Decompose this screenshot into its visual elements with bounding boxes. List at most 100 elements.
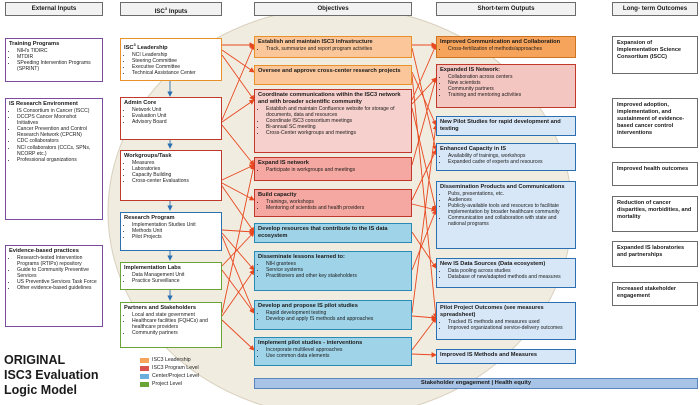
list-item: Tracked IS methods and measures used — [448, 319, 572, 325]
list-item: US Preventive Services Task Force — [17, 279, 99, 285]
list-item: Develop and apply IS methods and approac… — [266, 316, 408, 322]
legend-label: ISC3 Leadership — [152, 357, 191, 363]
output-title: Improved Communication and Collaboration — [440, 39, 561, 45]
output-box: Pilot Project Outcomes (see measures spr… — [436, 302, 576, 340]
list-item: IS Consortium in Cancer (ISCC) — [17, 108, 99, 114]
output-box: New IS Data Sources (Data ecosystem) Dat… — [436, 258, 576, 288]
header-external-inputs: External Inputs — [5, 2, 103, 16]
input-partners-stakeholders: Partners and Stakeholders Local and stat… — [120, 302, 222, 348]
list-item: CDC collaborators — [17, 138, 99, 144]
list-item: Practitioners and other key stakeholders — [266, 273, 408, 279]
list-item: Coordinate ISC3 consortium meetings — [266, 118, 408, 124]
list-item: Data Management Unit — [132, 272, 218, 278]
output-title: New IS Data Sources (Data ecosystem) — [440, 261, 546, 267]
output-box: Dissemination Products and Communication… — [436, 181, 576, 249]
input-to-objective-arrows — [221, 42, 256, 351]
research-environment-box: IS Research Environment IS Consortium in… — [5, 98, 103, 220]
objective-box: Develop and propose IS pilot studies Rap… — [254, 300, 412, 330]
objective-title: Disseminate lessons learned to: — [258, 254, 345, 260]
list-item: Participate in workgroups and meetings — [266, 167, 408, 173]
output-title: Enhanced Capacity in IS — [440, 146, 507, 152]
list-item: NIH grantees — [266, 261, 408, 267]
list-item: Executive Committee — [132, 64, 218, 70]
objective-box: Coordinate communications within the ISC… — [254, 89, 412, 153]
list-item: Publicly-available tools and resources t… — [448, 203, 572, 215]
objective-box: Build capacity Trainings, workshops Ment… — [254, 189, 412, 217]
list-item: Audiences — [448, 197, 572, 203]
list-item: Evaluation Unit — [132, 113, 218, 119]
stakeholder-engagement-bar: Stakeholder engagement | Health equity — [254, 378, 698, 389]
list-item: Healthcare facilities (FQHCs) and health… — [132, 318, 218, 330]
list-item: Service systems — [266, 267, 408, 273]
list-item: MTDIR — [17, 54, 99, 60]
outcome-box: Improved health outcomes — [612, 162, 698, 186]
output-title: Pilot Project Outcomes (see measures spr… — [440, 305, 544, 318]
input-admin-core: Admin Core Network Unit Evaluation Unit … — [120, 97, 222, 140]
input-title: Admin Core — [124, 100, 157, 106]
list-item: Mentoring of scientists and health provi… — [266, 205, 408, 211]
list-item: Establish and maintain Confluence websit… — [266, 106, 408, 118]
outcome-text: Reduction of cancer disparities, morbidi… — [617, 200, 692, 220]
output-title: Improved IS Methods and Measures — [440, 352, 538, 358]
output-box: Enhanced Capacity in IS Availability of … — [436, 143, 576, 171]
objective-box: Implement pilot studies - interventions … — [254, 337, 412, 366]
outcome-box: Expansion of Implementation Science Cons… — [612, 36, 698, 74]
list-item: Cross-Center workgroups and meetings — [266, 130, 408, 136]
training-programs-title: Training Programs — [9, 41, 60, 47]
legend-swatch — [140, 382, 149, 387]
objective-title: Establish and maintain ISC3 infrastructu… — [258, 39, 373, 45]
outcome-text: Increased stakeholder engagement — [617, 286, 677, 299]
outcome-text: Expansion of Implementation Science Cons… — [617, 40, 682, 60]
outcome-box: Expanded IS laboratories and partnership… — [612, 241, 698, 267]
input-research-program: Research Program Implementation Studies … — [120, 212, 222, 251]
list-item: Research-tested Intervention Programs (R… — [17, 255, 99, 267]
legend-label: ISC3 Program Level — [152, 365, 199, 371]
objective-box: Expand IS network Participate in workgro… — [254, 157, 412, 181]
outcome-box: Increased stakeholder engagement — [612, 282, 698, 306]
header-long-term-outcomes: Long- term Outcomes — [612, 2, 698, 16]
legend-label: Project Level — [152, 381, 182, 387]
list-item: NIH's TIDIRC — [17, 48, 99, 54]
list-item: Pilot Projects — [132, 234, 218, 240]
list-item: Availability of trainings, workshops — [448, 153, 572, 159]
output-title: Dissemination Products and Communication… — [440, 184, 565, 190]
list-item: Laboratories — [132, 166, 218, 172]
legend-swatch — [140, 366, 149, 371]
list-item: NCI collaborators (CCCs, SPNs, NCORP etc… — [17, 145, 99, 157]
list-item: Training and mentoring activities — [448, 92, 572, 98]
logic-model-title: ORIGINAL ISC3 Evaluation Logic Model — [4, 353, 124, 398]
objective-title: Implement pilot studies - interventions — [258, 340, 363, 346]
evidence-based-practices-title: Evidence-based practices — [9, 248, 79, 254]
objective-title: Expand IS network — [258, 160, 309, 166]
output-box: Expanded IS Network: Collaboration acros… — [436, 64, 576, 108]
objective-box: Disseminate lessons learned to: NIH gran… — [254, 251, 412, 291]
list-item: Improved organizational service-delivery… — [448, 325, 572, 331]
input-title: ISC3 Leadership — [124, 42, 168, 51]
list-item: Trainings, workshops — [266, 199, 408, 205]
list-item: DCCPS Cancer Moonshot Initiatives — [17, 114, 99, 126]
legend: ISC3 Leadership ISC3 Program Level Cente… — [140, 357, 240, 393]
logic-title-line: ORIGINAL — [4, 353, 66, 367]
training-programs-box: Training Programs NIH's TIDIRC MTDIR SPe… — [5, 38, 103, 82]
outcome-box: Reduction of cancer disparities, morbidi… — [612, 196, 698, 232]
list-item: Methods Unit — [132, 228, 218, 234]
list-item: Community partners — [448, 86, 572, 92]
header-short-term-outputs: Short-term Outputs — [436, 2, 576, 16]
list-item: Professional organizations — [17, 157, 99, 163]
list-item: Rapid development testing — [266, 310, 408, 316]
objective-title: Build capacity — [258, 192, 297, 198]
logic-title-line: Logic Model — [4, 383, 77, 397]
input-title: Research Program — [124, 215, 175, 221]
list-item: SPeeding Intervention Programs (SPRINT) — [17, 60, 99, 72]
input-title: Partners and Stakeholders — [124, 305, 197, 311]
list-item: Community partners — [132, 330, 218, 336]
objective-to-output-arrows — [411, 42, 439, 358]
objective-box: Establish and maintain ISC3 infrastructu… — [254, 36, 412, 58]
list-item: Database of new/adapted methods and meas… — [448, 274, 572, 280]
list-item: Use common data elements — [266, 353, 408, 359]
outcome-text: Improved adoption, implementation, and s… — [617, 102, 685, 136]
list-item: Guide to Community Preventive Services — [17, 267, 99, 279]
evidence-based-practices-box: Evidence-based practices Research-tested… — [5, 245, 103, 327]
list-item: Incorporate multilevel approaches — [266, 347, 408, 353]
list-item: Capacity Building — [132, 172, 218, 178]
